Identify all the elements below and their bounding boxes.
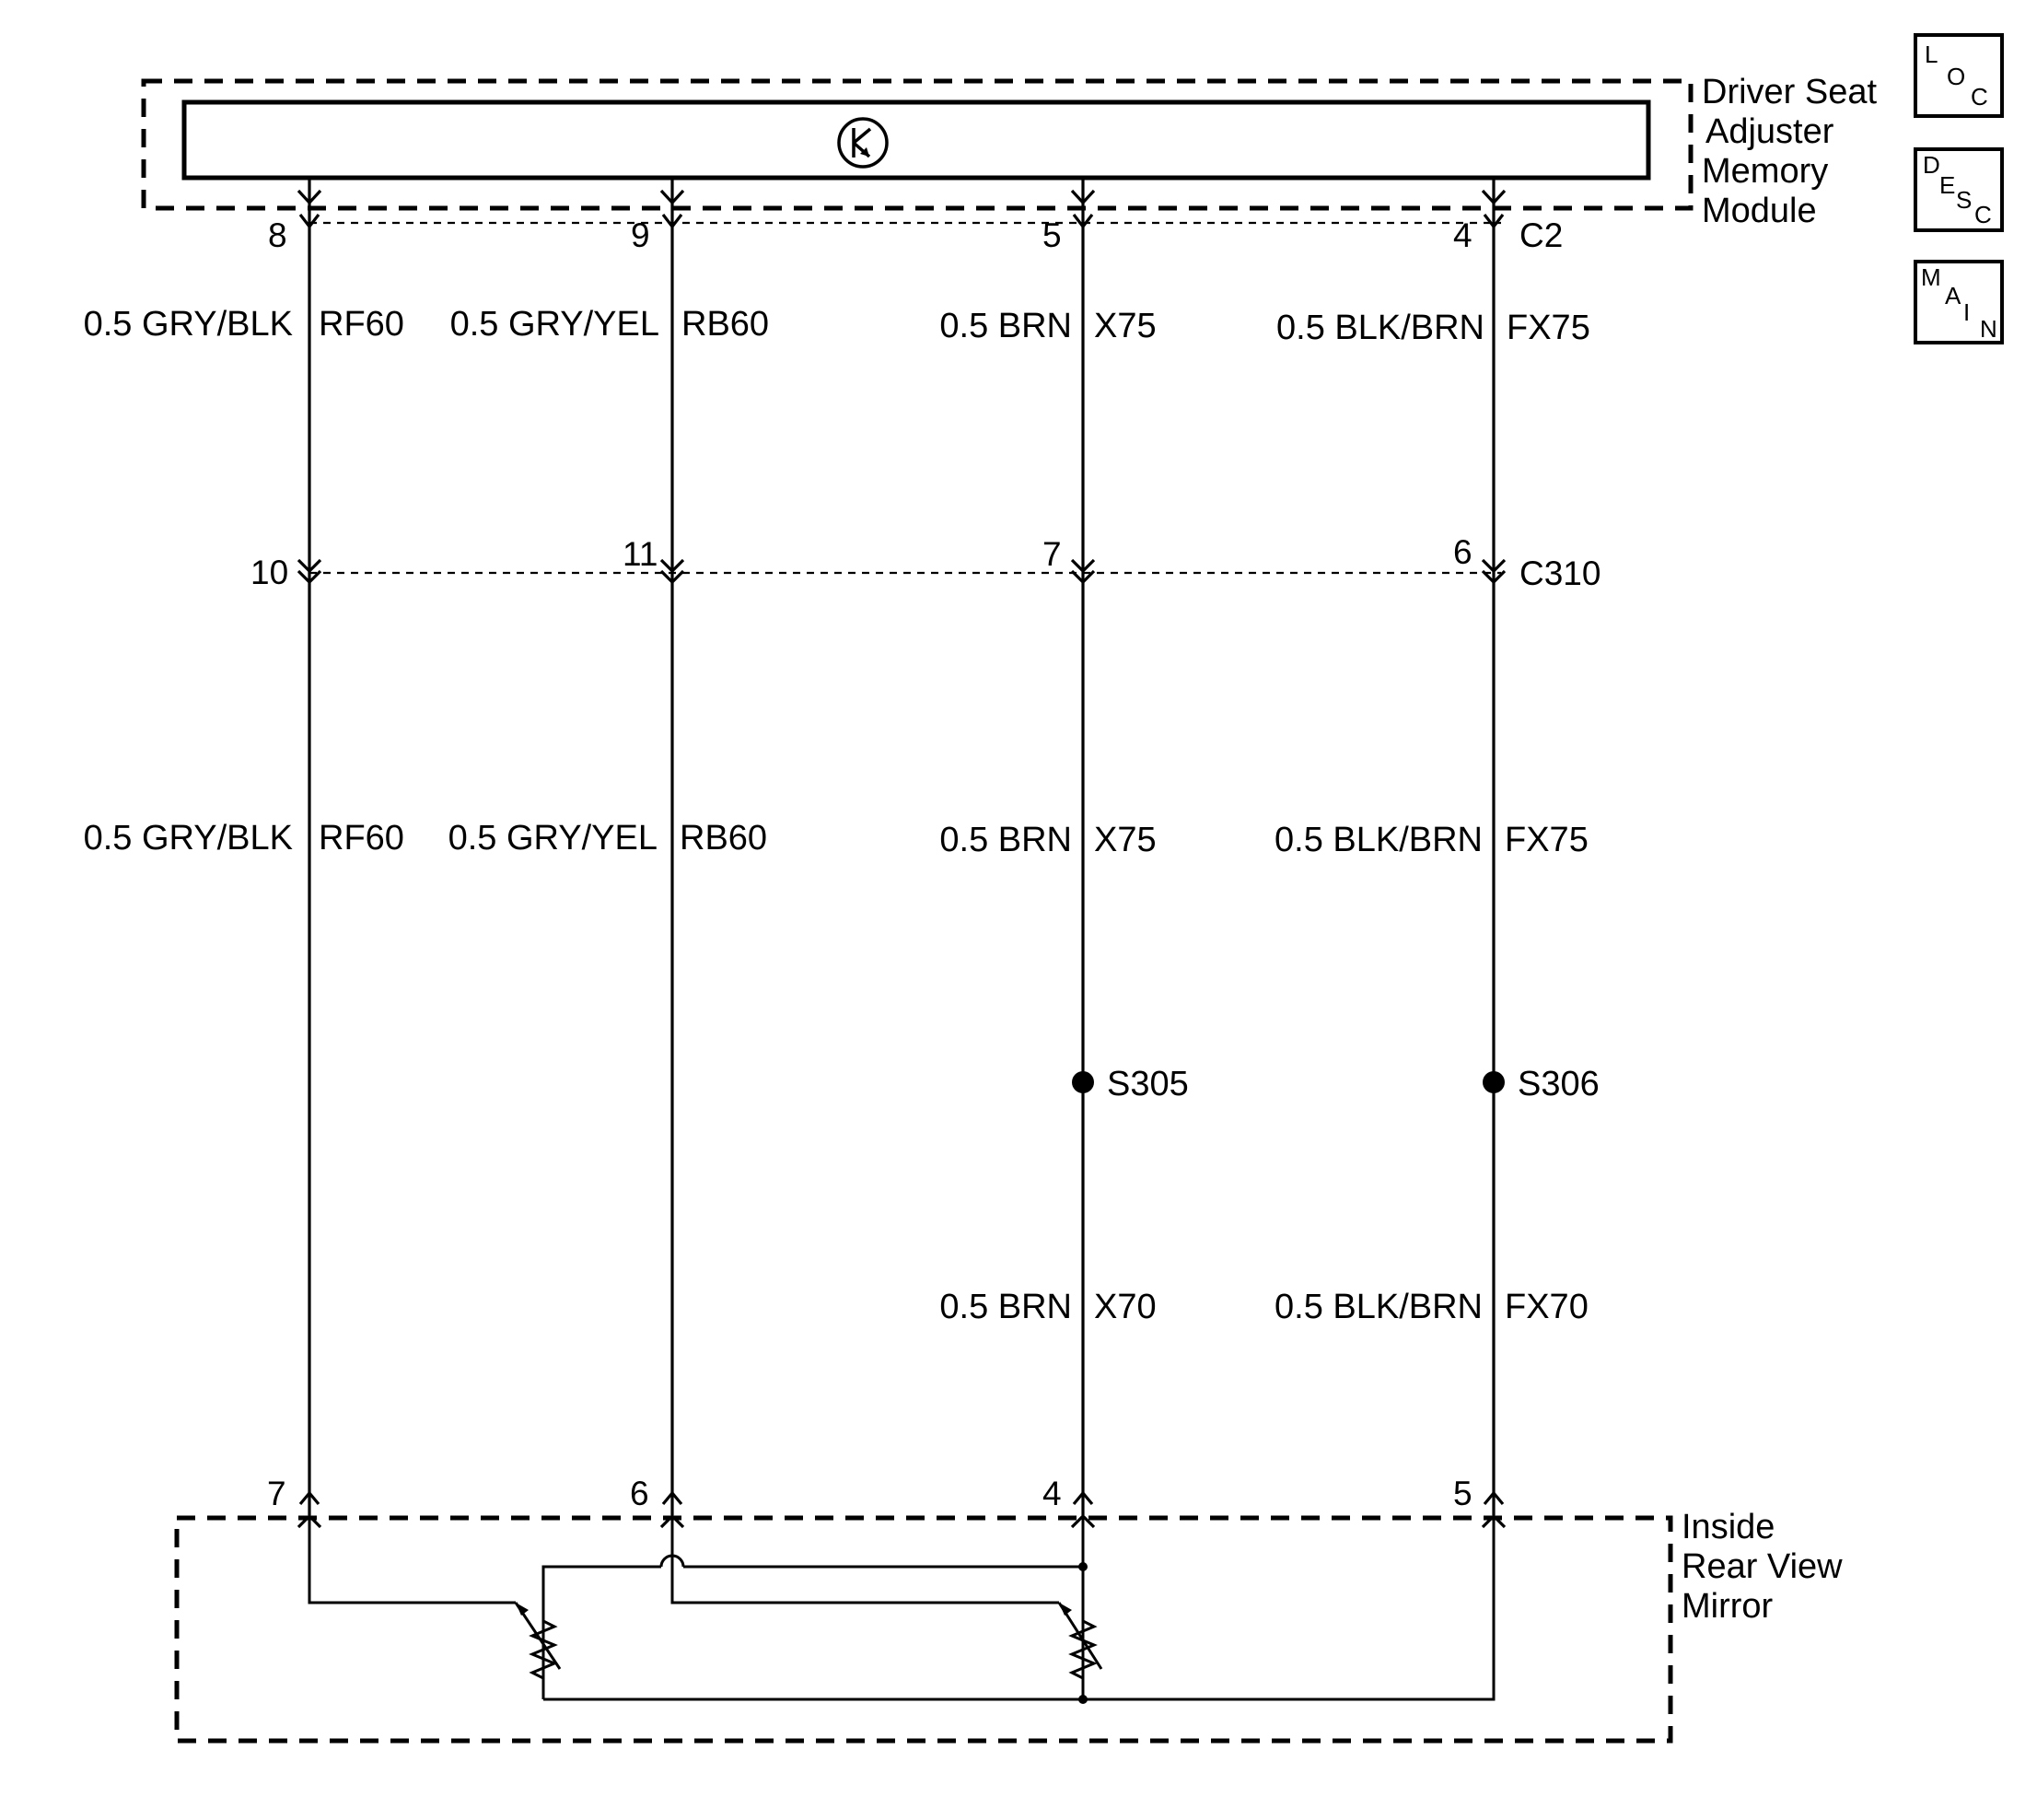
wire-color-mid: 0.5 GRY/BLK [84, 819, 293, 858]
module-label-line-1: Driver Seat [1702, 73, 1877, 111]
mirror-pin-7: 7 [267, 1475, 286, 1512]
internal-wire-left-rail [541, 1565, 661, 1699]
mirror-connector-arrow [661, 1490, 683, 1506]
c2-terminal-arrow [1070, 189, 1096, 205]
c310-male-arrow [1070, 558, 1096, 574]
module-label-line-3: Memory [1702, 152, 1828, 191]
wire-color-lower: 0.5 BRN [939, 1288, 1072, 1326]
internal-wire-pin7 [308, 1518, 516, 1604]
c310-pin-7: 7 [1042, 535, 1062, 573]
potentiometer-right-icon [1057, 1602, 1103, 1687]
inside-rear-view-mirror: Inside Rear View Mirror [174, 1508, 1843, 1744]
main-letter-2: A [1945, 282, 1961, 309]
loc-letter-3: C [1971, 83, 1988, 111]
wire-color-mid: 0.5 GRY/YEL [448, 819, 658, 858]
c2-pin-5: 5 [1042, 216, 1062, 254]
loc-letter-1: L [1925, 41, 1938, 68]
desc-letter-1: D [1923, 151, 1940, 179]
wire-color-mid: 0.5 BRN [939, 821, 1072, 859]
circuit-number-mid: FX75 [1505, 821, 1589, 859]
mirror-terminal-arrow [1070, 1513, 1096, 1529]
circuit-rf60: 8 10 7 0.5 GRY/BLK RF60 0.5 GRY/BLK RF60 [84, 178, 404, 1529]
wire-color-upper: 0.5 BRN [939, 307, 1072, 345]
c310-pin-10: 10 [250, 554, 288, 591]
c2-pin-receptacle [1483, 214, 1505, 229]
c2-pin-8: 8 [268, 216, 287, 254]
circuit-number-upper: X75 [1094, 307, 1157, 345]
c2-terminal-arrow [1481, 189, 1507, 205]
main-letter-4: N [1980, 315, 1997, 343]
loc-button[interactable]: L O C [1914, 33, 2004, 118]
module-label-line-2: Adjuster [1705, 112, 1834, 151]
c2-pin-4: 4 [1453, 216, 1472, 254]
desc-letter-4: C [1974, 201, 1992, 228]
splice-s306-dot [1483, 1071, 1505, 1093]
module-label-line-4: Module [1702, 192, 1817, 230]
module-boundary [141, 78, 1694, 211]
c2-connector-label: C2 [1519, 216, 1563, 254]
circuit-x75: 5 7 4 0.5 BRN X75 0.5 BRN X75 S305 0.5 B… [939, 178, 1189, 1529]
c310-male-arrow [1481, 558, 1507, 574]
c2-pin-receptacle [1072, 214, 1094, 229]
circuit-fx75: 4 6 5 0.5 BLK/BRN FX75 0.5 BLK/BRN FX75 … [1275, 178, 1600, 1529]
desc-letter-3: S [1956, 186, 1972, 214]
internal-wire-pin6 [670, 1518, 1059, 1604]
circuit-number-mid: X75 [1094, 821, 1157, 859]
c310-connector-label: C310 [1519, 554, 1600, 592]
electrostatic-discharge-icon [837, 117, 889, 169]
desc-letter-2: E [1939, 171, 1955, 199]
c310-male-arrow [297, 558, 322, 574]
internal-wire-bottom-rail [543, 1518, 1496, 1701]
mirror-pin-4: 4 [1042, 1475, 1062, 1512]
circuit-number-mid: RF60 [319, 819, 404, 858]
main-letter-3: I [1963, 298, 1970, 326]
circuit-number-upper: RF60 [319, 305, 404, 344]
mirror-pin-5: 5 [1453, 1475, 1472, 1512]
c310-female-arrow [1070, 569, 1096, 585]
splice-s305-label: S305 [1107, 1065, 1189, 1103]
main-button[interactable]: M A I N [1914, 260, 2004, 344]
c310-male-arrow [659, 558, 685, 574]
mirror-boundary [174, 1515, 1673, 1744]
mirror-connector-arrow [1483, 1490, 1505, 1506]
c310-pin-11: 11 [623, 535, 658, 573]
circuit-rb60: 9 11 6 0.5 GRY/YEL RB60 0.5 GRY/YEL RB60 [448, 178, 769, 1529]
c310-female-arrow [297, 569, 322, 585]
c2-pin-9: 9 [631, 216, 650, 254]
mirror-label-line-2: Rear View [1682, 1547, 1843, 1586]
c310-pin-6: 6 [1453, 533, 1472, 571]
c2-pin-receptacle [298, 214, 320, 229]
module-body [181, 99, 1651, 181]
circuit-number-lower: X70 [1094, 1288, 1157, 1326]
desc-button[interactable]: D E S C [1914, 147, 2004, 232]
mirror-label-line-3: Mirror [1682, 1587, 1774, 1626]
wire-color-upper: 0.5 GRY/BLK [84, 305, 293, 344]
c2-terminal-arrow [297, 189, 322, 205]
wire-color-upper: 0.5 GRY/YEL [450, 305, 659, 344]
potentiometer-left-icon [514, 1602, 562, 1687]
mirror-label-line-1: Inside [1682, 1508, 1775, 1546]
c310-female-arrow [1481, 569, 1507, 585]
circuit-number-upper: RB60 [681, 305, 769, 344]
wire-color-lower: 0.5 BLK/BRN [1275, 1288, 1483, 1326]
c310-female-arrow [659, 569, 685, 585]
wire-color-mid: 0.5 BLK/BRN [1275, 821, 1483, 859]
junction-dot [1078, 1695, 1088, 1704]
main-letter-1: M [1921, 263, 1941, 291]
circuit-number-lower: FX70 [1505, 1288, 1589, 1326]
c2-pin-receptacle [661, 214, 683, 229]
splice-s305-dot [1072, 1071, 1094, 1093]
junction-dot [1078, 1562, 1088, 1571]
loc-letter-2: O [1947, 63, 1965, 90]
mirror-pin-6: 6 [630, 1475, 649, 1512]
driver-seat-memory-module: Driver Seat Adjuster Memory Module [141, 73, 1877, 230]
circuit-number-upper: FX75 [1507, 309, 1590, 347]
wire-color-upper: 0.5 BLK/BRN [1276, 309, 1484, 347]
splice-s306-label: S306 [1518, 1065, 1600, 1103]
c2-terminal-arrow [659, 189, 685, 205]
mirror-connector-arrow [298, 1490, 320, 1506]
mirror-connector-arrow [1072, 1490, 1094, 1506]
circuit-number-mid: RB60 [680, 819, 767, 858]
